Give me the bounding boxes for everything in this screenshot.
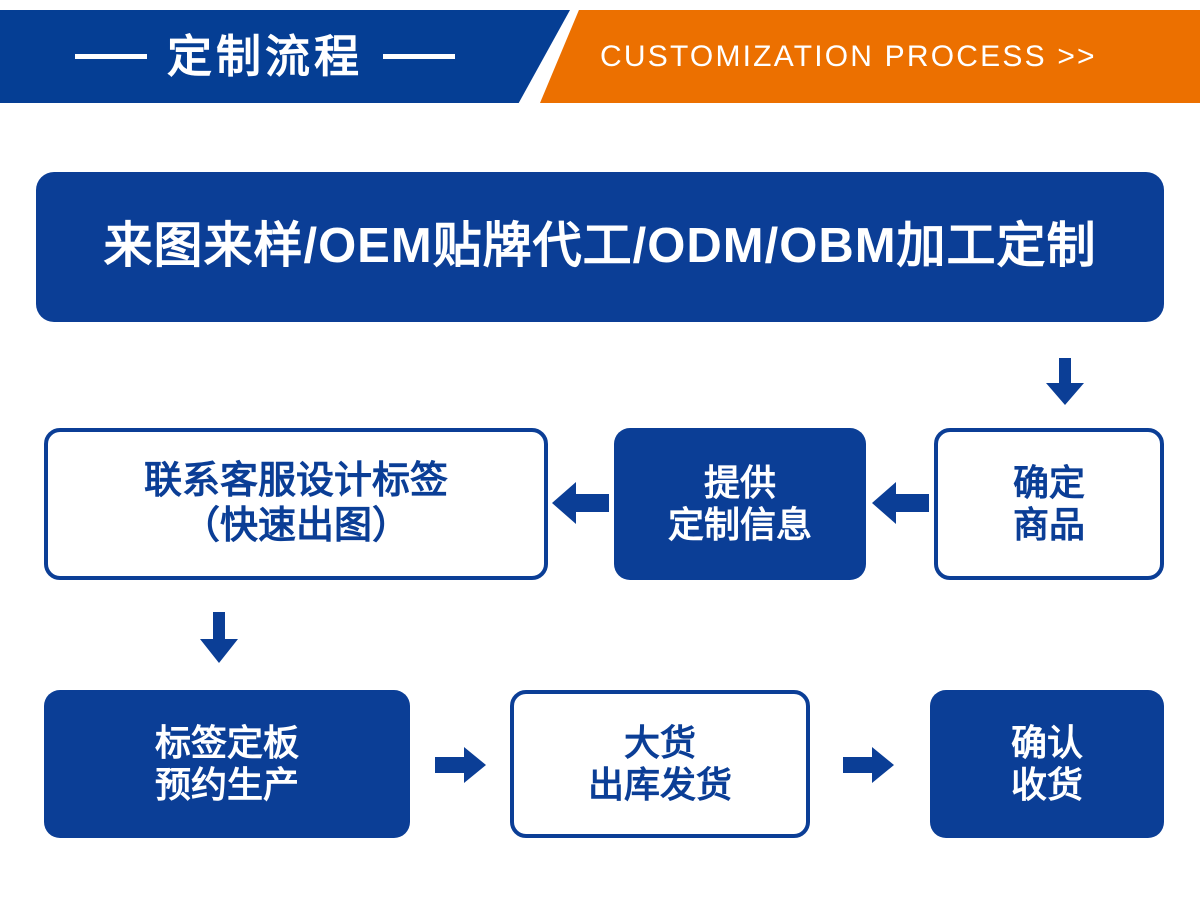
step-line-2: 出库发货 xyxy=(587,764,732,805)
page-header: 定制流程 CUSTOMIZATION PROCESS >> xyxy=(0,10,1200,103)
step-line-2: 商品 xyxy=(1012,504,1085,545)
step-line-1: 联系客服设计标签 xyxy=(143,460,448,503)
step-contact-service-design-label[interactable]: 联系客服设计标签 （快速出图） xyxy=(44,428,548,580)
arrow-down-icon xyxy=(200,612,238,663)
step-confirm-product[interactable]: 确定 商品 xyxy=(934,428,1164,580)
banner-text: 来图来样/OEM贴牌代工/ODM/OBM加工定制 xyxy=(103,219,1097,274)
step-line-2: （快速出图） xyxy=(181,505,410,547)
step-line-2: 收货 xyxy=(1010,764,1083,805)
step-confirm-receipt[interactable]: 确认 收货 xyxy=(930,690,1164,838)
arrow-left-icon xyxy=(872,482,929,524)
step-line-1: 大货 xyxy=(623,721,696,763)
page-title: 定制流程 xyxy=(166,31,363,82)
arrow-left-icon xyxy=(552,482,609,524)
rule-left-decoration xyxy=(74,54,147,59)
banner-oem-services: 来图来样/OEM贴牌代工/ODM/OBM加工定制 xyxy=(36,172,1164,322)
rule-right-decoration xyxy=(383,54,455,59)
step-line-2: 预约生产 xyxy=(154,764,299,805)
step-line-2: 定制信息 xyxy=(667,504,812,545)
step-line-1: 确认 xyxy=(1010,721,1083,763)
step-line-1: 提供 xyxy=(703,461,776,503)
step-provide-customization-info[interactable]: 提供 定制信息 xyxy=(614,428,866,580)
arrow-down-icon xyxy=(1046,358,1084,405)
step-bulk-goods-warehouse-shipment[interactable]: 大货 出库发货 xyxy=(510,690,810,838)
step-label-finalize-schedule-production[interactable]: 标签定板 预约生产 xyxy=(44,690,410,838)
step-line-1: 确定 xyxy=(1012,461,1085,503)
arrow-right-icon xyxy=(843,747,894,783)
header-orange-band xyxy=(540,10,1200,103)
arrow-right-icon xyxy=(435,747,486,783)
header-title-group: 定制流程 xyxy=(0,10,530,103)
step-line-1: 标签定板 xyxy=(154,721,299,763)
header-subtitle: CUSTOMIZATION PROCESS >> xyxy=(600,39,1097,73)
